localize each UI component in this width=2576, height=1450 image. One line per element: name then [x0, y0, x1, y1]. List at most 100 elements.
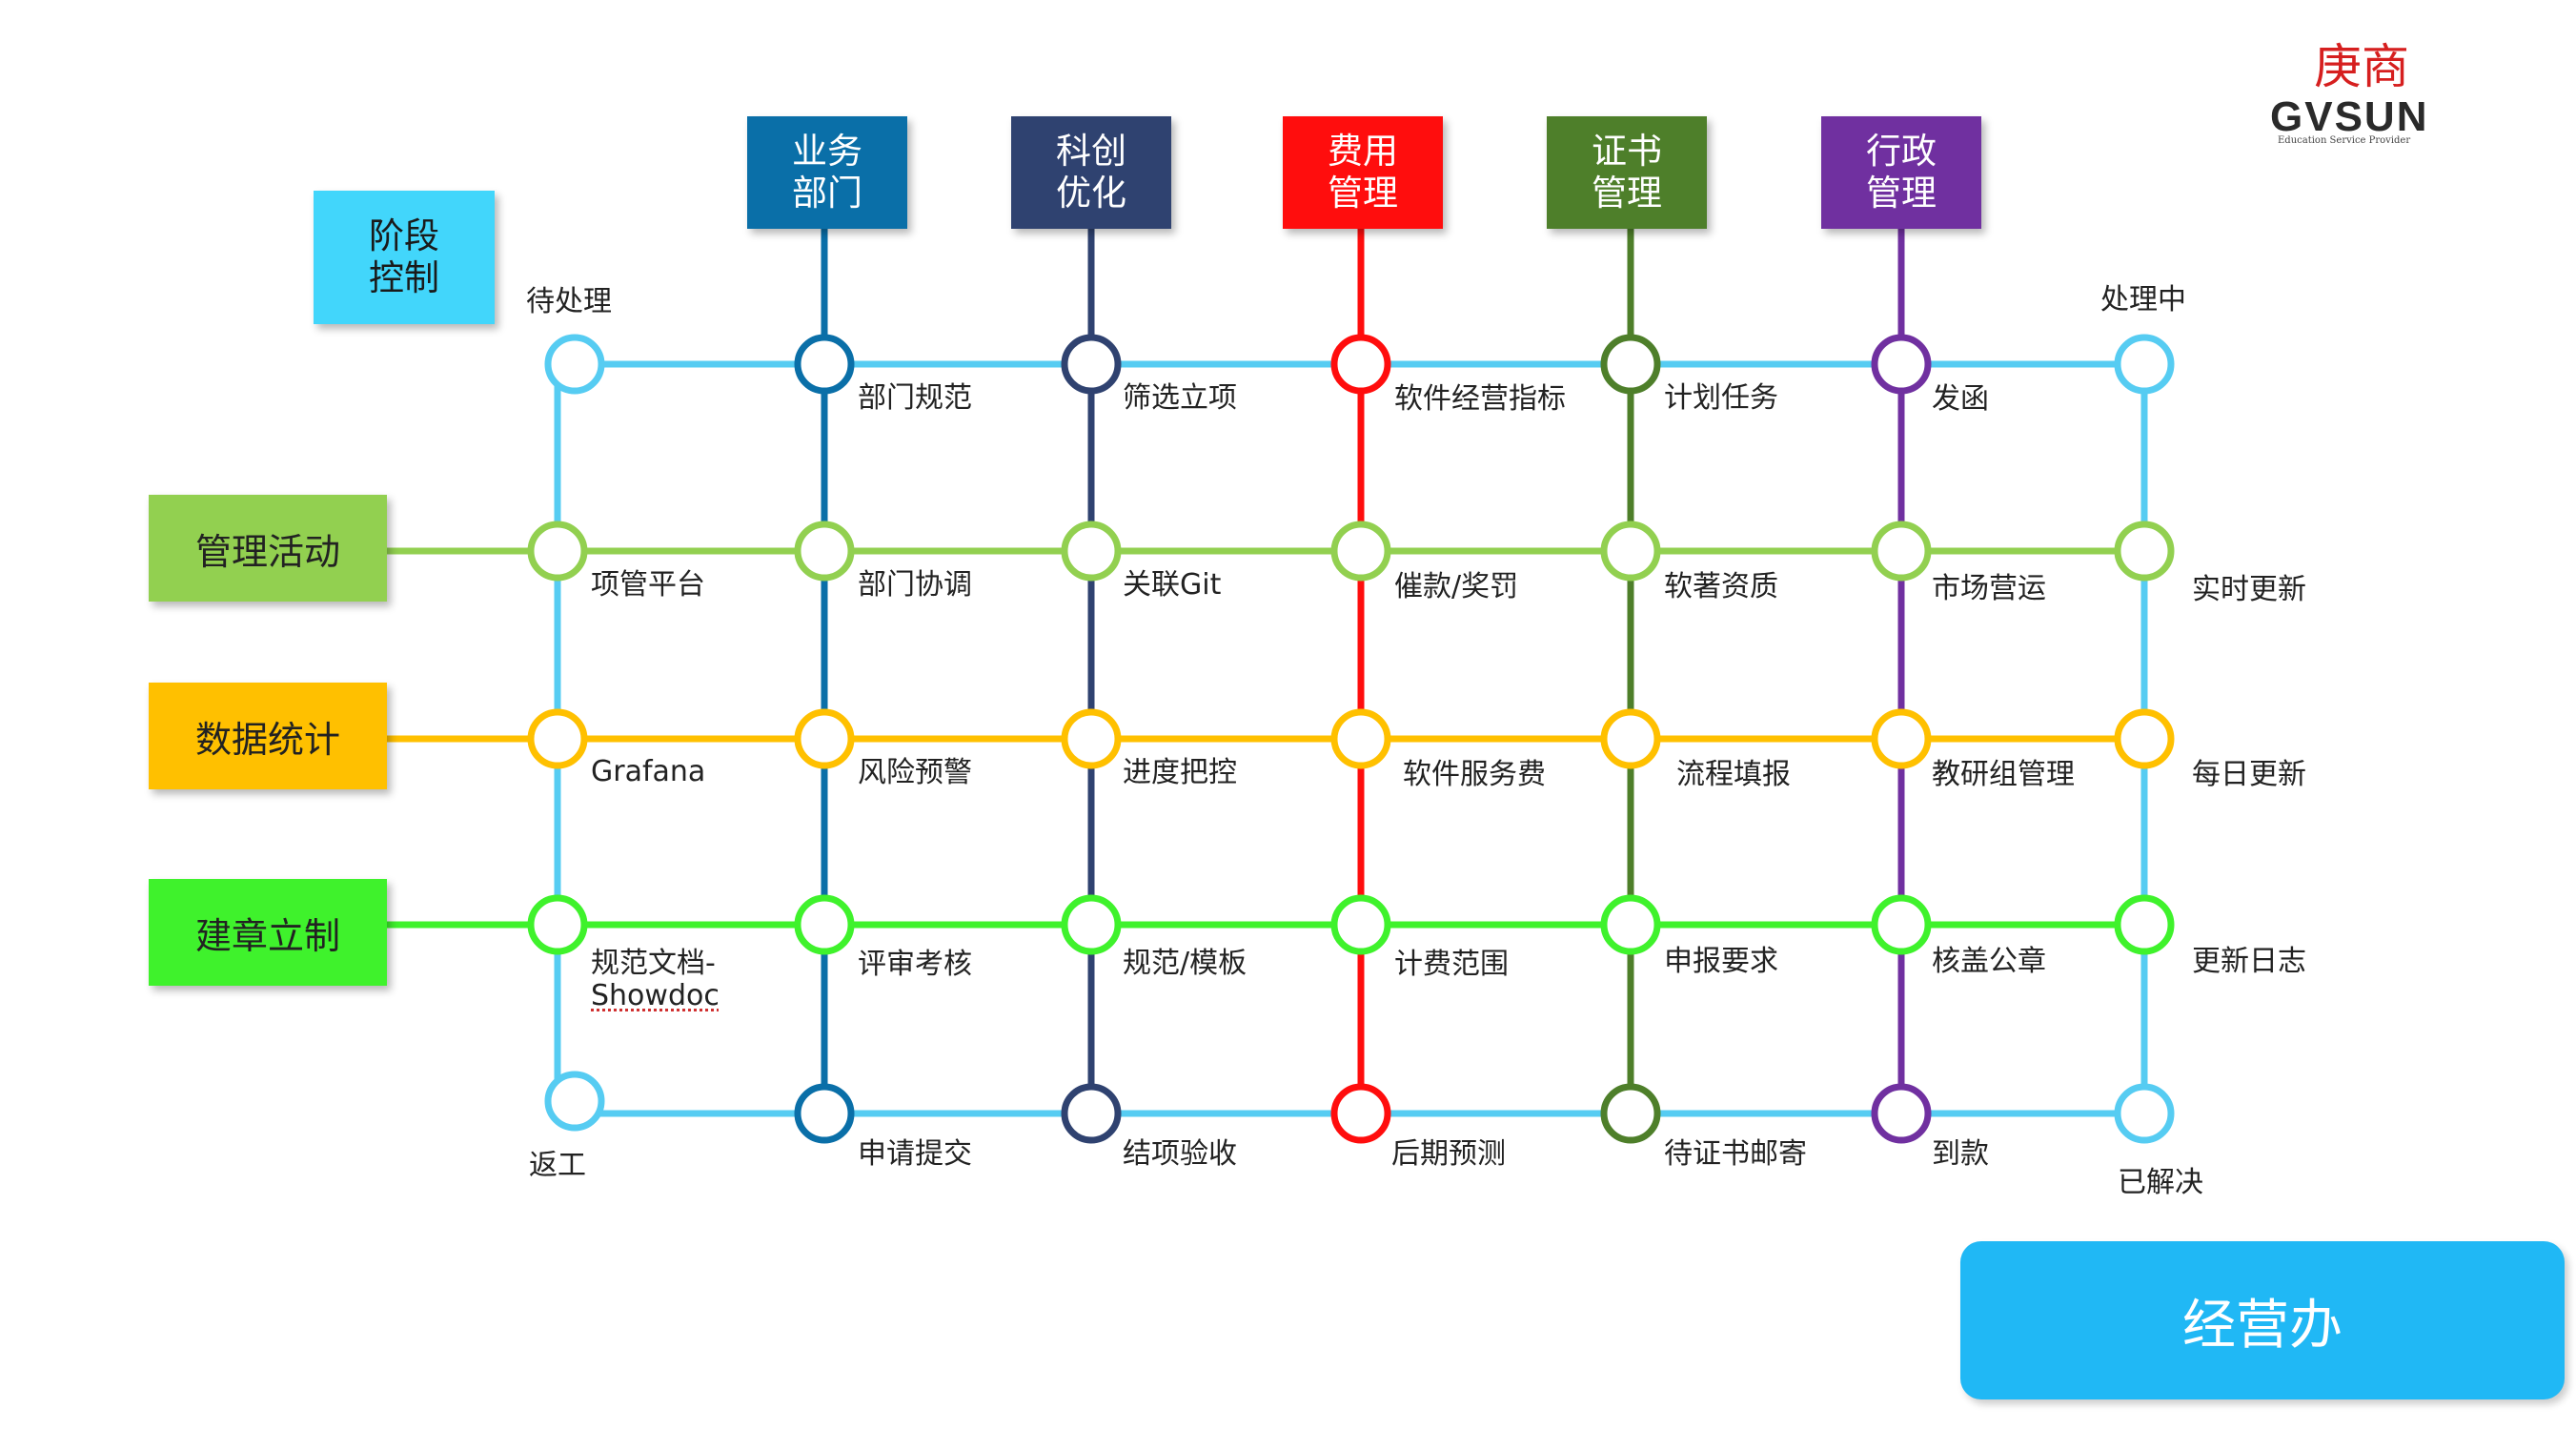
column-header-line2: 管理 — [1592, 173, 1662, 214]
station-node — [2114, 1083, 2175, 1144]
station-node — [794, 708, 855, 769]
column-header-line1: 证书 — [1592, 131, 1662, 172]
station-label: 关联Git — [1123, 568, 1222, 602]
station-label: 软件服务费 — [1403, 758, 1546, 791]
station-label: 进度把控 — [1123, 756, 1237, 789]
station-label: 实时更新 — [2192, 573, 2306, 606]
row-header-management: 管理活动 — [149, 495, 387, 602]
station-label: 计费范围 — [1394, 948, 1509, 981]
station-node — [2114, 521, 2175, 582]
station-node — [1330, 1083, 1391, 1144]
station-label-extra: Showdoc — [591, 979, 720, 1012]
station-node — [1600, 334, 1661, 395]
station-label: 项管平台 — [591, 568, 705, 602]
station-node — [1061, 334, 1122, 395]
station-label: 更新日志 — [2192, 945, 2306, 978]
station-node — [1871, 708, 1932, 769]
loop-label-resolved: 已解决 — [2118, 1166, 2203, 1199]
station-node — [2114, 334, 2175, 395]
station-label-showdoc: 规范文档- Showdoc — [591, 948, 720, 1012]
office-button-label: 经营办 — [2182, 1294, 2343, 1357]
station-node — [1061, 708, 1122, 769]
station-label: 规范文档- — [591, 947, 716, 980]
column-header-line2: 管理 — [1866, 173, 1937, 214]
station-label: 结项验收 — [1123, 1137, 1237, 1171]
stage-control-line1: 阶段 — [369, 215, 439, 256]
station-node — [1061, 1083, 1122, 1144]
station-label: 软件经营指标 — [1394, 382, 1566, 416]
station-node — [794, 521, 855, 582]
station-node — [1600, 894, 1661, 955]
column-header-certificate: 证书管理 — [1547, 116, 1707, 229]
row-header-label: 建章立制 — [194, 914, 340, 957]
station-node — [1600, 521, 1661, 582]
logo-chinese: 庚商 — [2314, 39, 2409, 94]
station-node — [1061, 521, 1122, 582]
station-node — [794, 334, 855, 395]
column-header-admin: 行政管理 — [1821, 116, 1981, 229]
station-node — [1871, 334, 1932, 395]
logo-brand: GVSUN — [2270, 93, 2429, 140]
station-node — [527, 708, 588, 769]
station-label: 市场营运 — [1932, 572, 2046, 605]
station-label: 风险预警 — [858, 756, 972, 789]
station-node — [1061, 894, 1122, 955]
office-button[interactable]: 经营办 — [1960, 1241, 2565, 1399]
station-node — [1330, 521, 1391, 582]
column-header-line1: 业务 — [792, 131, 862, 172]
station-label: 待证书邮寄 — [1664, 1137, 1807, 1171]
column-header-expense: 费用管理 — [1283, 116, 1443, 229]
station-node — [1600, 708, 1661, 769]
column-header-line1: 行政 — [1866, 131, 1937, 172]
station-label: 流程填报 — [1676, 758, 1791, 791]
station-node — [544, 334, 605, 395]
station-node — [1600, 1083, 1661, 1144]
station-label: 发函 — [1932, 382, 1989, 416]
station-node — [1871, 1083, 1932, 1144]
row-header-label: 管理活动 — [194, 530, 340, 573]
loop-label-processing: 处理中 — [2100, 283, 2186, 317]
loop-label-pending: 待处理 — [526, 285, 612, 318]
row-header-label: 数据统计 — [194, 718, 340, 761]
station-label: 软著资质 — [1664, 570, 1778, 603]
station-label: 计划任务 — [1664, 381, 1778, 415]
station-label: 筛选立项 — [1123, 381, 1237, 415]
station-node — [1330, 708, 1391, 769]
station-label: 催款/奖罚 — [1394, 570, 1519, 603]
station-label: 教研组管理 — [1932, 758, 2075, 791]
station-node — [1330, 894, 1391, 955]
station-label: 核盖公章 — [1932, 945, 2046, 978]
station-node — [1330, 334, 1391, 395]
station-node — [544, 1071, 605, 1132]
station-label: 部门规范 — [858, 381, 972, 415]
station-label: 规范/模板 — [1123, 947, 1247, 980]
station-label: 申报要求 — [1664, 945, 1778, 978]
station-label: 到款 — [1932, 1137, 1989, 1171]
column-header-line2: 管理 — [1328, 173, 1398, 214]
stage-control-line2: 控制 — [369, 257, 439, 298]
station-label: 每日更新 — [2192, 758, 2306, 791]
station-node — [1871, 521, 1932, 582]
logo-tagline: Education Service Provider — [2278, 135, 2411, 146]
station-node — [794, 894, 855, 955]
station-label: 后期预测 — [1391, 1137, 1506, 1171]
station-node — [1871, 894, 1932, 955]
row-header-regulation: 建章立制 — [149, 879, 387, 986]
column-header-line2: 优化 — [1056, 173, 1126, 214]
station-node — [2114, 894, 2175, 955]
column-header-line1: 费用 — [1328, 131, 1398, 172]
row-header-statistics: 数据统计 — [149, 683, 387, 789]
station-label: 部门协调 — [858, 568, 972, 602]
column-header-business: 业务部门 — [747, 116, 907, 229]
column-header-line1: 科创 — [1056, 131, 1126, 172]
loop-label-rework: 返工 — [529, 1149, 586, 1182]
station-label: 申请提交 — [858, 1137, 972, 1171]
station-label: 评审考核 — [858, 948, 972, 981]
station-label: Grafana — [591, 755, 706, 788]
station-node — [794, 1083, 855, 1144]
stage-control-box: 阶段 控制 — [314, 191, 495, 324]
station-node — [2114, 708, 2175, 769]
column-header-line2: 部门 — [792, 173, 862, 214]
